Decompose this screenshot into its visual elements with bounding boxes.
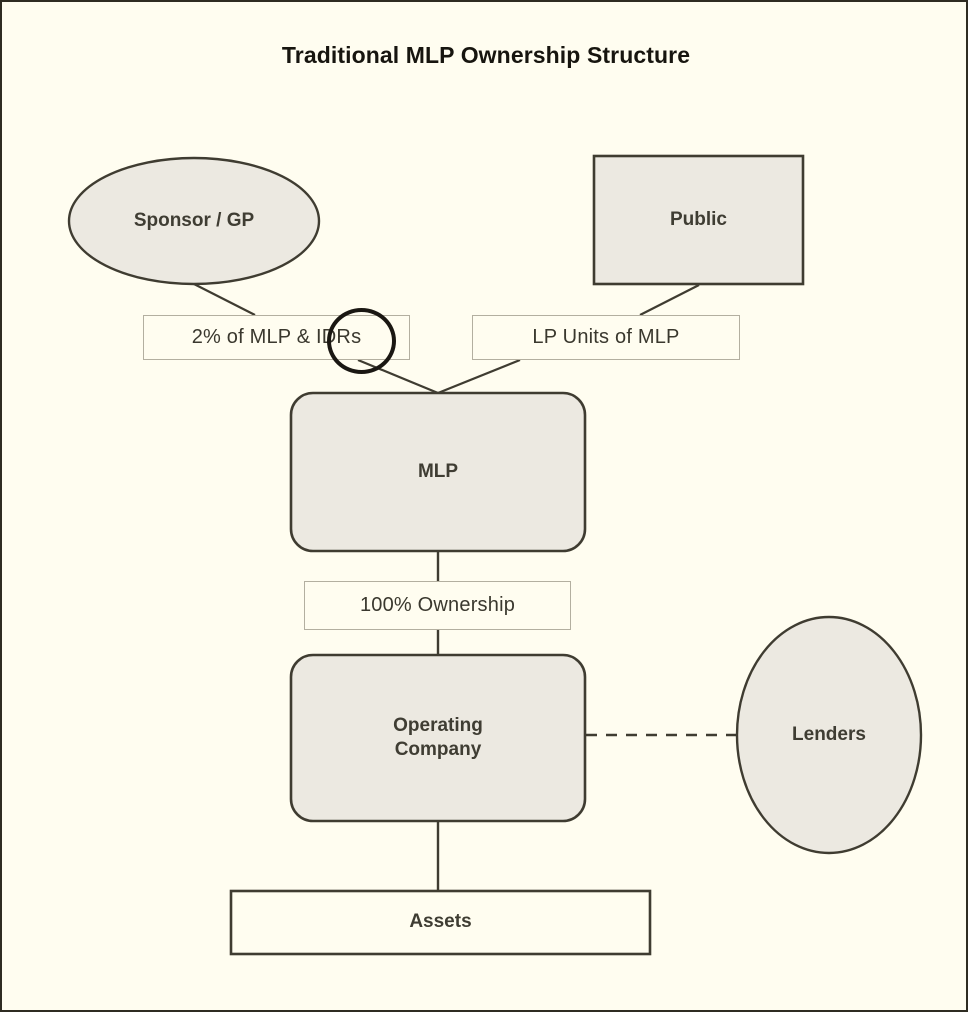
lp-units-text: LP Units of MLP — [532, 326, 680, 348]
edge-label-lp-units[interactable]: LP Units of MLP — [472, 315, 740, 360]
assets-text: Assets — [409, 910, 472, 932]
node-public-shape[interactable] — [592, 154, 805, 286]
lenders-text: Lenders — [792, 723, 866, 745]
node-assets-label: Assets — [231, 899, 650, 945]
edge-label-ownership[interactable]: 100% Ownership — [304, 581, 571, 630]
sponsor-gp-text: Sponsor / GP — [133, 209, 255, 231]
edge-label-to-mlp-left — [357, 358, 439, 395]
node-lenders-label: Lenders — [737, 712, 921, 758]
public-text: Public — [669, 208, 727, 230]
node-mlp-shape[interactable] — [289, 391, 587, 553]
node-operating-company-label: Operating Company — [291, 702, 585, 774]
edge-sponsor-to-label — [193, 283, 256, 316]
node-public-label: Public — [594, 197, 803, 243]
edge-public-to-label — [639, 284, 700, 316]
operating-company-line1: Operating — [393, 714, 483, 736]
operating-company-line2: Company — [394, 739, 482, 760]
node-sponsor-gp-label: Sponsor / GP — [69, 198, 319, 244]
node-operating-company-shape[interactable] — [289, 653, 587, 823]
edge-label-gp-interest[interactable]: 2% of MLP & IDRs — [143, 315, 410, 360]
node-sponsor-gp-shape[interactable] — [67, 156, 321, 286]
gp-interest-text: 2% of MLP & IDRs — [191, 326, 362, 348]
node-assets-shape[interactable] — [229, 889, 652, 956]
ownership-text: 100% Ownership — [359, 594, 516, 616]
node-mlp-label: MLP — [291, 449, 585, 495]
mlp-text: MLP — [417, 460, 459, 482]
page-title: Traditional MLP Ownership Structure — [281, 42, 691, 68]
node-lenders-shape[interactable] — [735, 615, 923, 855]
edge-label-to-mlp-right — [437, 358, 521, 395]
